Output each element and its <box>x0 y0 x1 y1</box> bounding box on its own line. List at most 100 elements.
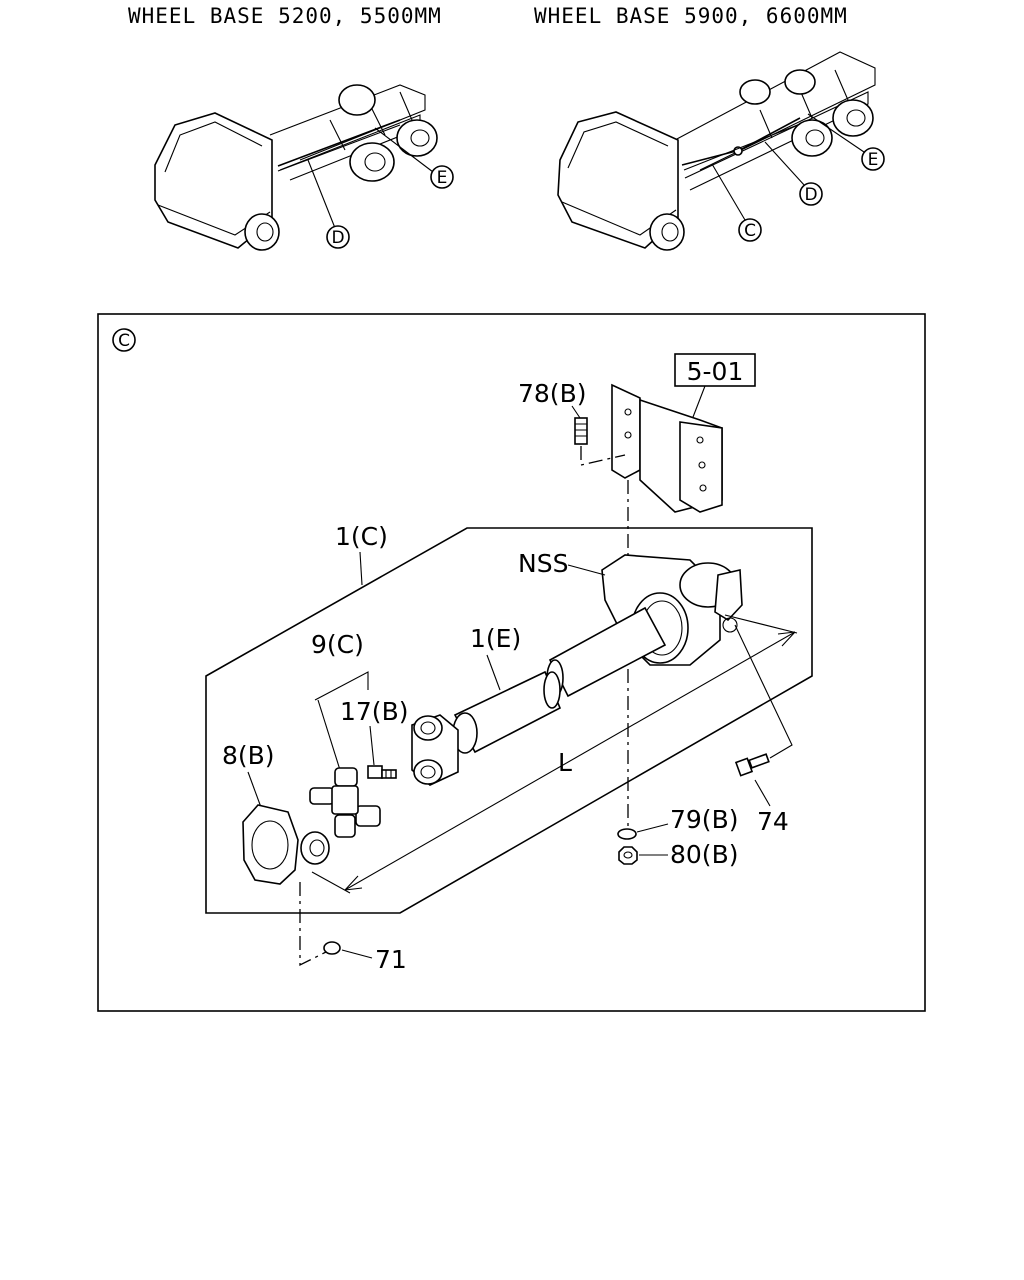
bracket-hole-2 <box>624 431 632 439</box>
rear-wheel-1-right <box>739 79 771 105</box>
part-label-9c: 9(C) <box>311 630 364 659</box>
part-label-80b: 80(B) <box>670 840 738 869</box>
companion-yoke-ear <box>714 569 743 622</box>
callout-e-circle-left <box>430 165 454 189</box>
flange-yoke-ear <box>300 831 330 865</box>
leader-1e <box>486 654 501 691</box>
tube-yoke-ear-upper-hole <box>420 721 436 735</box>
rear-wheel-2-left <box>396 119 438 157</box>
bolt-74-head <box>734 757 754 777</box>
universal-joint-spider <box>309 767 381 838</box>
flange-yoke-8b <box>242 804 330 885</box>
bolt-78b-threads <box>575 423 587 437</box>
nut-80b <box>618 846 638 865</box>
rear-wheel-2-hub-left <box>410 129 430 147</box>
leader-17b <box>369 725 375 766</box>
front-wheel-hub-left <box>256 222 274 242</box>
callout-e-label-left: E <box>437 168 448 188</box>
part-label-1e: 1(E) <box>470 624 521 653</box>
dimension-ext-left <box>311 871 351 894</box>
dimension-arrow-right <box>777 631 796 647</box>
part-label-71: 71 <box>375 945 407 974</box>
callout-e-leader-right <box>807 113 865 153</box>
part-label-74: 74 <box>757 807 789 836</box>
leader-nss <box>567 564 606 576</box>
bracket-hole-3 <box>696 436 704 444</box>
part-label-1c: 1(C) <box>335 522 388 551</box>
washer-79b <box>617 828 637 840</box>
spider-cap-left <box>309 787 335 805</box>
flange-yoke-plate <box>242 804 299 885</box>
propeller-shaft-left-edge <box>277 124 401 172</box>
rear-wheel-3-hub-left <box>364 152 386 172</box>
part-label-78b: 78(B) <box>518 379 586 408</box>
flange-yoke-ear-hole <box>309 839 325 857</box>
front-wheel-right <box>649 213 685 251</box>
grease-nipple-17b <box>367 765 397 779</box>
frame-crossmember-left <box>329 91 413 151</box>
leader-71 <box>341 949 373 959</box>
bracket-hole-4 <box>698 461 706 469</box>
shaft-tube-rear <box>548 606 667 698</box>
wheelbase-header-right: WHEEL BASE 5900, 6600MM <box>534 4 848 28</box>
callout-d-leader-left <box>307 159 336 229</box>
ref-box-5-01 <box>674 353 756 387</box>
leader-74 <box>754 779 771 807</box>
callout-d-circle-right <box>799 182 823 206</box>
truck-view-right: C D E <box>557 51 885 251</box>
assembly-outline-1c <box>205 527 813 914</box>
propeller-shaft-right-edge <box>683 123 801 171</box>
callout-c-leader-right <box>711 163 746 221</box>
ref-box-5-01-label: 5-01 <box>687 357 744 386</box>
wheelbase-header-left: WHEEL BASE 5200, 5500MM <box>128 4 442 28</box>
front-wheel-left <box>244 213 280 251</box>
spider-cap-bottom <box>334 814 356 838</box>
flange-centerline <box>299 882 327 967</box>
rear-wheel-3-hub-right <box>846 109 866 127</box>
companion-yoke-hole <box>722 617 738 633</box>
callout-e-leader-left <box>374 127 434 173</box>
leader-79b <box>636 823 669 833</box>
tube-yoke <box>411 714 459 786</box>
callout-d-label-right: D <box>804 185 817 205</box>
nut-71 <box>323 941 341 955</box>
tube-yoke-ear-lower <box>413 759 443 785</box>
part-label-17b: 17(B) <box>340 697 408 726</box>
bolt-78b <box>574 417 588 445</box>
callout-c-label-right: C <box>744 221 756 241</box>
bracket-hole-5 <box>699 484 707 492</box>
bracket-left-plate <box>611 383 641 479</box>
bracket-9c <box>314 671 369 701</box>
callout-e-circle-right <box>861 147 885 171</box>
bracket-right-plate <box>679 421 723 513</box>
part-label-nss: NSS <box>518 549 568 578</box>
part-label-8b: 8(B) <box>222 741 275 770</box>
leader-78b <box>571 405 581 419</box>
rear-wheel-4-right <box>791 119 833 157</box>
dimension-arrow-left <box>344 875 363 891</box>
cab-windshield-left <box>164 121 263 173</box>
leader-74-upper <box>734 624 793 759</box>
center-bearing-bracket <box>611 383 723 513</box>
tube-yoke-ear-lower-hole <box>420 765 436 779</box>
spider-cap-right <box>355 805 381 827</box>
propeller-shaft-right-front <box>681 149 741 166</box>
rear-wheel-1-left <box>338 84 376 116</box>
callout-d-leader-right <box>764 141 806 187</box>
bolt-74-shank <box>748 753 770 769</box>
leader-1c <box>359 551 363 586</box>
grease-nipple-thread <box>385 770 392 778</box>
callout-d-circle-left <box>326 225 350 249</box>
detail-view-frame <box>97 313 926 1012</box>
rear-wheel-3-left <box>349 142 395 182</box>
frame-rail-right-lower <box>684 91 869 191</box>
grease-nipple-tip <box>381 769 397 779</box>
nut-80b-hole <box>623 851 633 859</box>
tube-yoke-ear-upper <box>413 715 443 741</box>
rear-wheel-2-right <box>784 69 816 95</box>
bolt-78b-centerline <box>580 446 626 466</box>
detail-view-c-circle <box>112 328 136 352</box>
dimension-label-l: L <box>558 748 572 777</box>
